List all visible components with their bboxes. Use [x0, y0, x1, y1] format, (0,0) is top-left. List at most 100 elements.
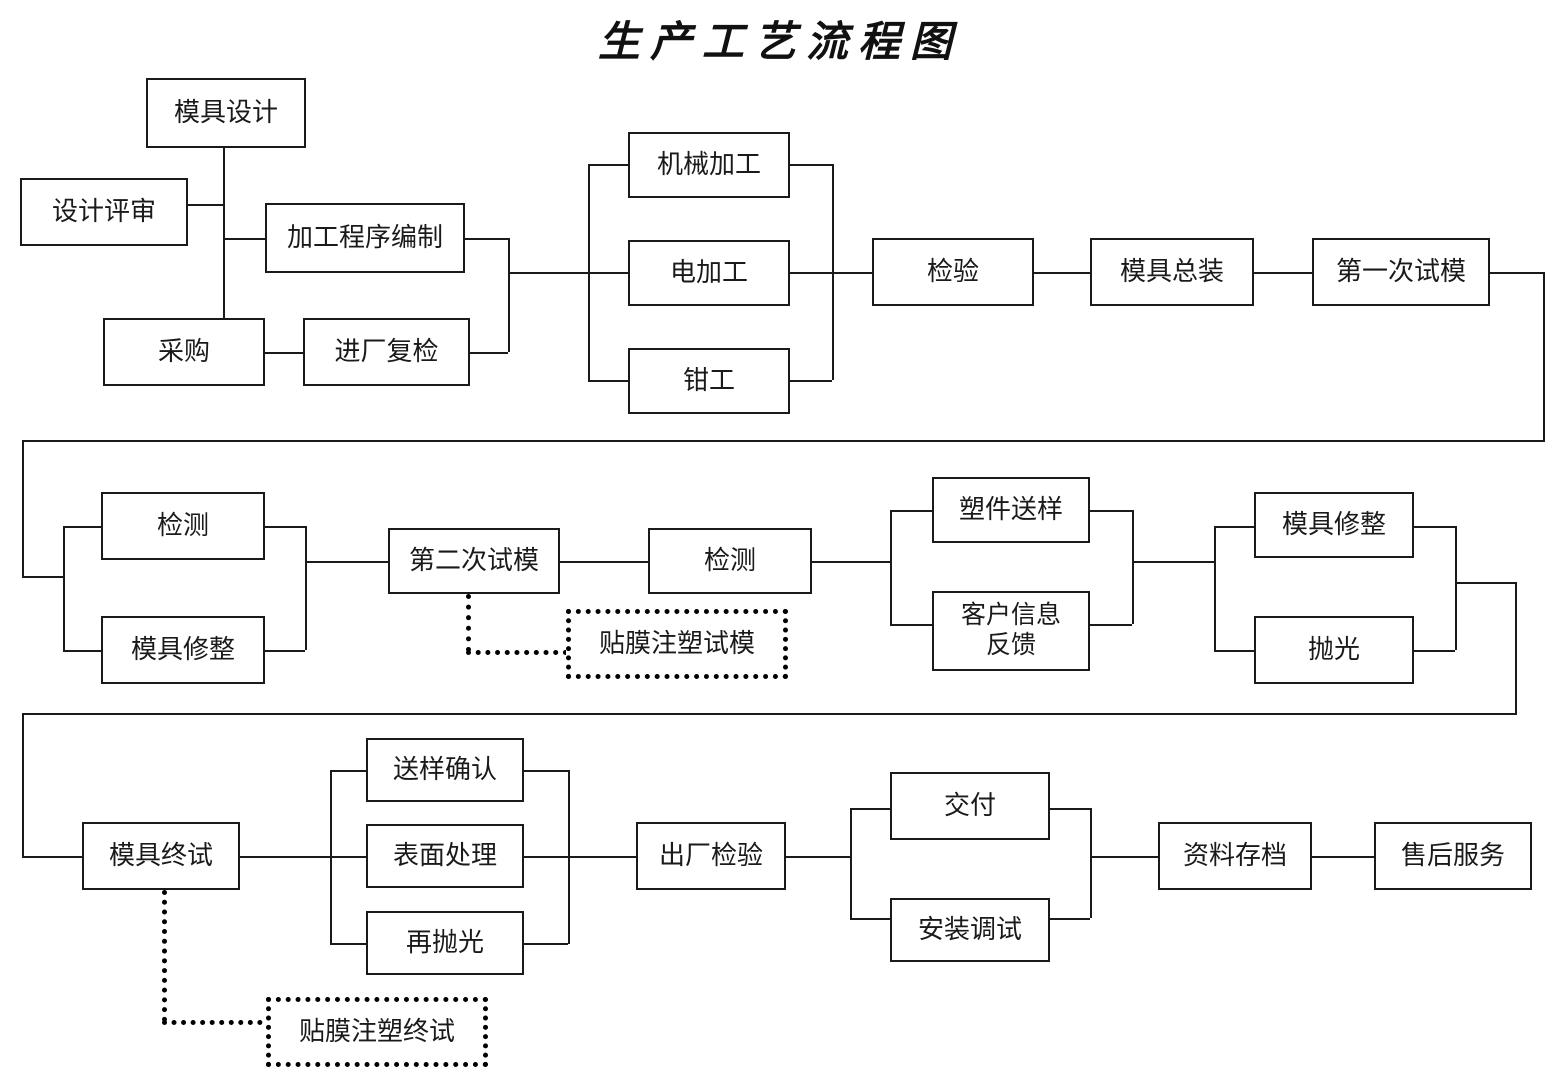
connector-merge-to-secondtrial — [305, 561, 388, 563]
node-re-polishing[interactable]: 再抛光 — [366, 911, 524, 975]
node-surface-treatment[interactable]: 表面处理 — [366, 824, 524, 888]
connector-inspection-to-assembly — [1034, 272, 1090, 274]
connector-row3-entry-h — [22, 856, 82, 858]
connector-merge-vertical-row2b — [1132, 510, 1134, 624]
node-first-trial[interactable]: 第一次试模 — [1312, 238, 1490, 306]
connector-split-to-measure1 — [63, 526, 101, 528]
node-process-programming[interactable]: 加工程序编制 — [265, 203, 465, 273]
node-measure-2[interactable]: 检测 — [648, 528, 812, 594]
connector-sampledelivery-to-merge — [1090, 510, 1132, 512]
node-film-injection-trial[interactable]: 贴膜注塑试模 — [566, 609, 788, 679]
node-after-sales[interactable]: 售后服务 — [1374, 822, 1532, 890]
connector-merge-vertical-row2c — [1455, 526, 1457, 650]
connector-split-to-moldrepair2 — [1214, 526, 1254, 528]
connector-spine-to-programming — [223, 238, 265, 240]
customer-feedback-line2: 反馈 — [985, 632, 1036, 659]
node-film-injection-final[interactable]: 贴膜注塑终试 — [266, 997, 488, 1067]
connector-split-to-installdebug — [850, 918, 890, 920]
node-second-trial[interactable]: 第二次试模 — [388, 528, 560, 594]
node-inspection-1[interactable]: 检验 — [872, 238, 1034, 306]
connector-surfacetreatment-to-merge — [524, 856, 568, 858]
node-mold-design[interactable]: 模具设计 — [146, 78, 306, 148]
connector-repolishing-to-merge — [524, 943, 568, 945]
connector-merge-to-split-row1 — [508, 272, 588, 274]
connector-edm-to-merge — [790, 272, 832, 274]
connector-split-to-sampledelivery — [890, 510, 932, 512]
connector-sampleconfirm-to-merge — [524, 770, 568, 772]
connector-measure2-to-split — [812, 561, 890, 563]
connector-split-vertical-row2c — [1214, 526, 1216, 650]
node-customer-feedback[interactable]: 客户信息 反馈 — [932, 591, 1090, 671]
node-install-debug[interactable]: 安装调试 — [890, 898, 1050, 962]
connector-dotted-secondtrial-h — [466, 650, 568, 655]
connector-row2-wrap-h — [1455, 582, 1515, 584]
node-bench-work[interactable]: 钳工 — [628, 348, 790, 414]
node-final-trial[interactable]: 模具终试 — [82, 822, 240, 890]
connector-split-vertical-row2 — [63, 526, 65, 650]
connector-secondtrial-to-measure2 — [560, 561, 648, 563]
node-design-review[interactable]: 设计评审 — [20, 178, 188, 246]
node-delivery[interactable]: 交付 — [890, 772, 1050, 840]
node-incoming-recheck[interactable]: 进厂复检 — [303, 318, 470, 386]
connector-assembly-to-first-trial — [1254, 272, 1312, 274]
connector-moldrepair1-to-merge — [265, 650, 305, 652]
node-mold-repair-1[interactable]: 模具修整 — [101, 616, 265, 684]
connector-dotted-finaltrial-v — [162, 890, 167, 1022]
connector-merge-to-archive — [1090, 856, 1158, 858]
connector-dotted-finaltrial-h — [162, 1020, 272, 1025]
connector-merge-to-factoryinspection — [568, 856, 636, 858]
connector-row1-wrap-v — [1543, 272, 1545, 442]
connector-row2-to-row3 — [22, 713, 1515, 715]
node-mold-repair-2[interactable]: 模具修整 — [1254, 492, 1414, 558]
connector-split-to-machining — [588, 164, 628, 166]
connector-delivery-to-merge — [1050, 808, 1090, 810]
connector-dotted-secondtrial-v — [466, 594, 471, 652]
node-factory-inspection[interactable]: 出厂检验 — [636, 822, 786, 890]
connector-merge-vertical-row2 — [305, 526, 307, 650]
connector-split-to-surfacetreatment — [330, 856, 366, 858]
connector-split-to-edm — [588, 272, 628, 274]
connector-measure1-to-merge — [265, 526, 305, 528]
connector-row3-entry-v — [22, 713, 24, 858]
connector-split-to-polishing — [1214, 650, 1254, 652]
connector-finaltrial-to-split — [240, 856, 330, 858]
connector-row1-to-row2 — [22, 440, 1543, 442]
connector-split-to-sampleconfirm — [330, 770, 366, 772]
connector-row2-entry-h — [22, 576, 63, 578]
connector-review-to-spine — [188, 204, 225, 206]
connector-polishing-to-merge — [1414, 650, 1455, 652]
node-machining[interactable]: 机械加工 — [628, 132, 790, 198]
connector-split-vertical-row3b — [850, 808, 852, 918]
connector-installdebug-to-merge — [1050, 918, 1090, 920]
connector-factoryinspection-to-split — [786, 856, 850, 858]
node-mold-assembly[interactable]: 模具总装 — [1090, 238, 1254, 306]
connector-archive-to-aftersales — [1312, 856, 1374, 858]
node-sample-confirm[interactable]: 送样确认 — [366, 738, 524, 802]
connector-merge-vertical-row3b — [1090, 808, 1092, 918]
node-measure-1[interactable]: 检测 — [101, 492, 265, 560]
connector-programming-to-merge — [465, 238, 508, 240]
node-purchasing[interactable]: 采购 — [103, 318, 265, 386]
connector-recheck-to-merge — [470, 352, 508, 354]
connector-machining-to-merge — [790, 164, 832, 166]
connector-merge-vertical-row1 — [508, 238, 510, 352]
page-title: 生产工艺流程图 — [597, 17, 962, 66]
connector-row2-entry-v — [22, 440, 24, 578]
connector-row1-wrap-h — [1490, 272, 1543, 274]
node-sample-delivery[interactable]: 塑件送样 — [932, 477, 1090, 543]
connector-split-to-moldrepair1 — [63, 650, 101, 652]
connector-feedback-to-merge — [1090, 624, 1132, 626]
connector-merge-to-split-row2c — [1132, 561, 1214, 563]
connector-split-to-delivery — [850, 808, 890, 810]
node-edm[interactable]: 电加工 — [628, 240, 790, 306]
connector-split-to-repolishing — [330, 943, 366, 945]
customer-feedback-line1: 客户信息 — [960, 601, 1061, 629]
connector-split-vertical-row2b — [890, 510, 892, 624]
connector-benchwork-to-merge — [790, 380, 832, 382]
node-archive[interactable]: 资料存档 — [1158, 822, 1312, 890]
connector-purchasing-to-recheck — [265, 352, 303, 354]
connector-merge2-to-inspection — [832, 272, 872, 274]
node-polishing[interactable]: 抛光 — [1254, 616, 1414, 684]
connector-split-to-benchwork — [588, 380, 628, 382]
